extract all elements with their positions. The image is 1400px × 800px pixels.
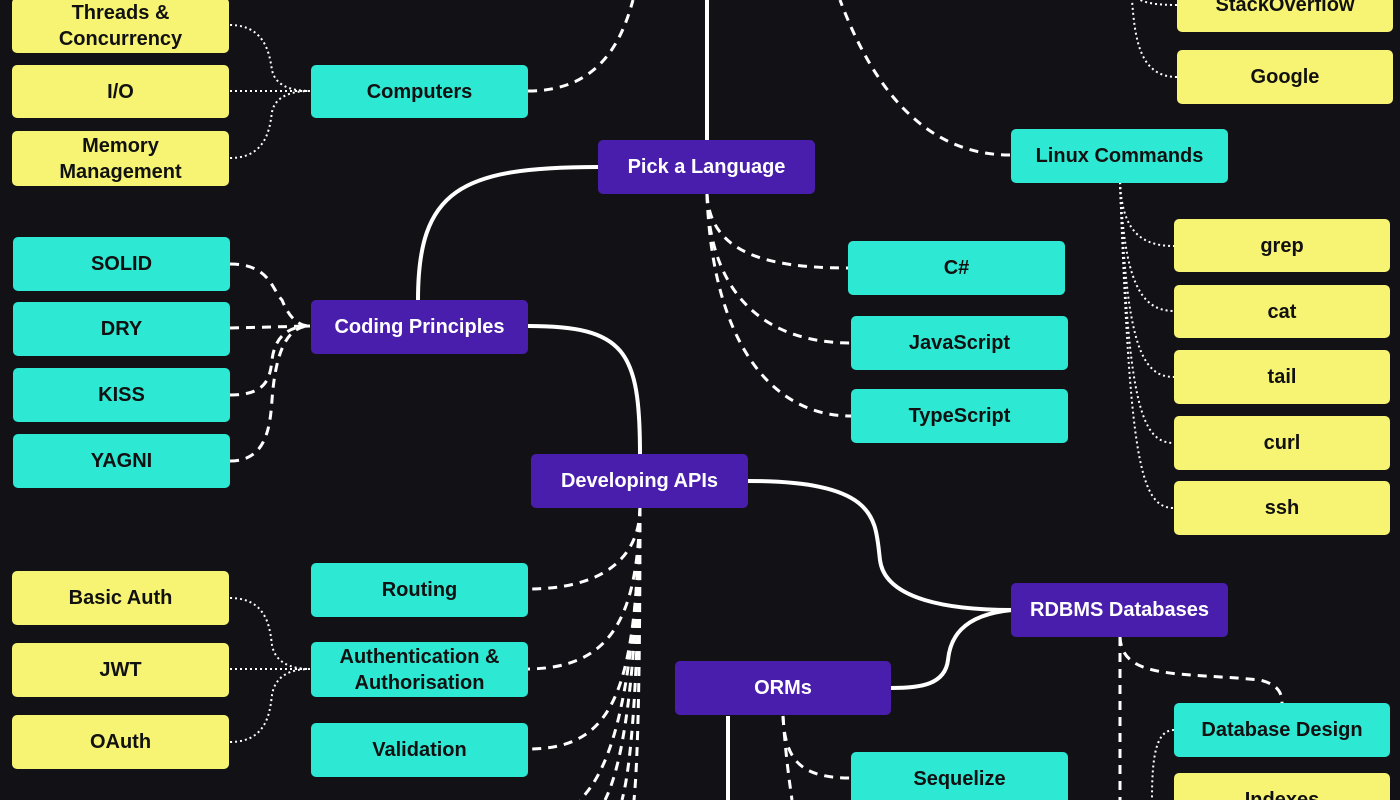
edge-basic-auth-to-auth xyxy=(229,597,311,670)
rdbms-databases-node: RDBMS Databases xyxy=(1011,583,1228,637)
validation-node: Validation xyxy=(311,723,528,777)
dry-node: DRY xyxy=(13,302,230,356)
edge-computers-up xyxy=(527,0,635,93)
routing-node: Routing xyxy=(311,563,528,617)
memory-management-node: Memory Management xyxy=(12,131,229,186)
javascript-node: JavaScript xyxy=(851,316,1068,370)
jwt-node: JWT xyxy=(12,643,229,697)
stackoverflow-node: StackOverflow xyxy=(1177,0,1393,32)
edge-linux-commands-up xyxy=(838,0,1011,157)
yagni-node: YAGNI xyxy=(13,434,230,488)
edge-pick-language-to-csharp xyxy=(705,193,849,270)
edge-developing-apis-to-auth xyxy=(527,506,642,671)
edge-yagni-to-coding-principles xyxy=(229,324,311,463)
orms-node: ORMs xyxy=(675,661,891,715)
edge-kiss-to-coding-principles xyxy=(229,324,311,397)
coding-principles-node: Coding Principles xyxy=(311,300,528,354)
typescript-node: TypeScript xyxy=(851,389,1068,443)
database-design-node: Database Design xyxy=(1174,703,1390,757)
edge-google-link xyxy=(1131,0,1178,78)
threads-concurrency-node: Threads & Concurrency xyxy=(12,0,229,53)
computers-node: Computers xyxy=(311,65,528,118)
sequelize-node: Sequelize xyxy=(851,752,1068,800)
io-node: I/O xyxy=(12,65,229,118)
edge-coding-principles-to-developing-apis xyxy=(527,324,642,456)
cat-node: cat xyxy=(1174,285,1390,338)
edge-linux-to-ssh xyxy=(1119,181,1175,509)
tail-node: tail xyxy=(1174,350,1390,404)
curl-node: curl xyxy=(1174,416,1390,470)
edge-linux-to-cat xyxy=(1119,181,1175,312)
edge-threads-to-computers xyxy=(229,24,311,92)
edge-rdbms-to-database-design xyxy=(1118,636,1284,704)
edge-pick-language-to-coding-principles xyxy=(416,165,599,301)
edge-developing-apis-to-validation xyxy=(527,506,642,751)
edge-pick-language-to-typescript xyxy=(705,193,852,418)
edge-database-design-to-indexes xyxy=(1151,729,1175,800)
edge-oauth-to-auth xyxy=(229,668,311,743)
edge-developing-apis-down-2 xyxy=(603,506,642,800)
linux-commands-node: Linux Commands xyxy=(1011,129,1228,183)
pick-a-language-node: Pick a Language xyxy=(598,140,815,194)
edge-developing-apis-down-4 xyxy=(632,506,642,800)
indexes-node: Indexes xyxy=(1174,773,1390,800)
edge-rdbms-to-orms xyxy=(890,608,1013,690)
edge-orms-to-sequelize xyxy=(781,715,852,780)
edge-developing-apis-to-routing xyxy=(527,506,642,591)
edge-stackoverflow-link xyxy=(1138,0,1178,6)
edge-orms-down xyxy=(781,715,794,800)
grep-node: grep xyxy=(1174,219,1390,272)
basic-auth-node: Basic Auth xyxy=(12,571,229,625)
solid-node: SOLID xyxy=(13,237,230,291)
authentication-authorisation-node: Authentication & Authorisation xyxy=(311,642,528,697)
edge-solid-to-coding-principles xyxy=(229,262,311,328)
kiss-node: KISS xyxy=(13,368,230,422)
edge-linux-to-grep xyxy=(1119,181,1175,247)
google-node: Google xyxy=(1177,50,1393,104)
ssh-node: ssh xyxy=(1174,481,1390,535)
csharp-node: C# xyxy=(848,241,1065,295)
oauth-node: OAuth xyxy=(12,715,229,769)
edge-dry-to-coding-principles xyxy=(229,324,311,330)
edge-developing-apis-to-rdbms xyxy=(747,479,1013,612)
developing-apis-node: Developing APIs xyxy=(531,454,748,508)
edge-memory-to-computers xyxy=(229,90,311,159)
